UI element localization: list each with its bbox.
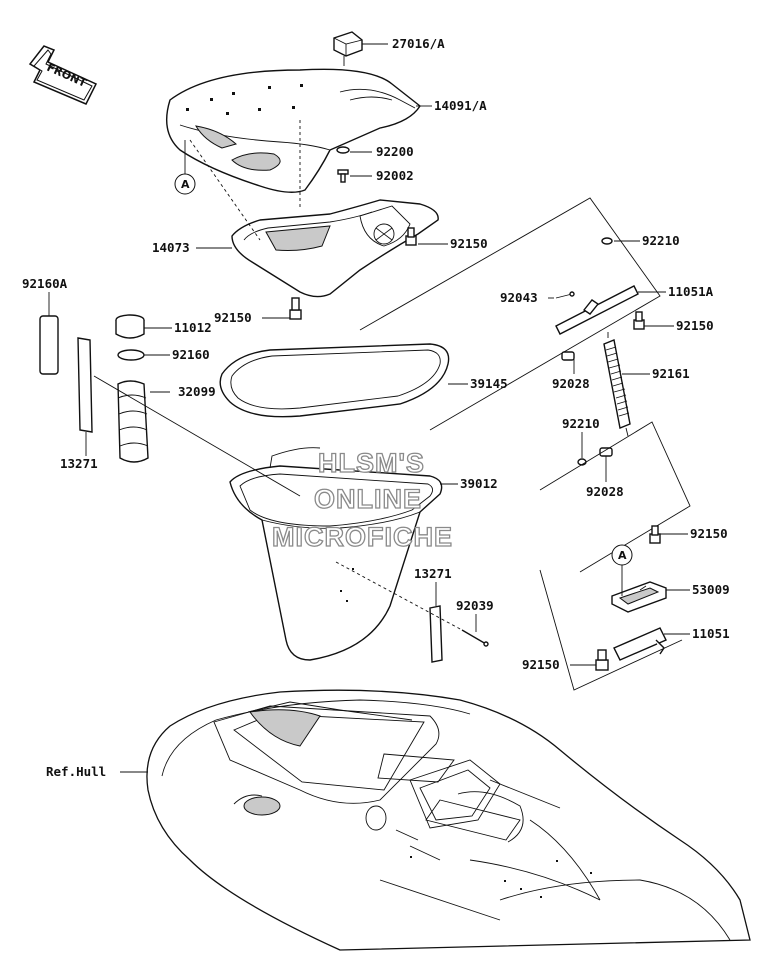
label-92210-mid: 92210 [562,416,600,431]
label-11051A: 11051A [668,284,714,299]
bolt-92150-seat [405,227,417,246]
storage-bin-39012 [229,447,443,661]
bolt-92150-left [289,297,302,320]
label-11051: 11051 [692,626,730,641]
seat-base [231,199,439,298]
gasket-39145 [219,343,450,418]
callout-a-latch-letter: A [618,549,627,562]
seat-latch-knob [333,31,363,66]
latch-53009 [611,581,667,613]
label-14091A: 14091/A [434,98,487,113]
bolt-92002 [337,169,349,183]
label-92039: 92039 [456,598,494,613]
watermark-line1: HLSM'S [318,448,425,478]
label-92028-bot: 92028 [586,484,624,499]
label-14073: 14073 [152,240,190,255]
leader-strap-to-bin [93,375,301,497]
label-39012: 39012 [460,476,498,491]
watermark-line2: ONLINE [314,484,422,514]
label-92200: 92200 [376,144,414,159]
label-32099: 32099 [178,384,216,399]
washer-92210-top [601,237,613,245]
bracket-11051A [555,285,639,335]
bolt-92150-lower-right [649,525,661,544]
callout-a-seat: A [174,140,196,195]
watermark-line3: MICROFICHE [272,522,453,552]
label-92150-lower: 92150 [522,657,560,672]
bushing-92028-top [561,351,575,361]
cap-11012 [115,314,145,339]
washer-92200 [336,146,350,154]
bolt-92150-lower [595,649,609,671]
hull-deck [146,689,751,951]
label-92150-seat: 92150 [450,236,488,251]
callout-a-latch: A [611,544,633,596]
label-92161: 92161 [652,366,690,381]
spring-92161 [603,332,631,437]
bolt-92150-right [633,311,645,330]
watermark: HLSM'S ONLINE MICROFICHE [271,447,453,552]
label-39145: 39145 [470,376,508,391]
o-ring-92160 [117,349,145,361]
label-ref-hull: Ref.Hull [46,764,106,779]
bracket-box-upper [359,197,661,431]
label-13271-right: 13271 [414,566,452,581]
bracket-box-middle [539,421,691,573]
seat-cover [166,68,421,193]
label-13271-left: 13271 [60,456,98,471]
label-92160A: 92160A [22,276,68,291]
label-92210-top: 92210 [642,233,680,248]
strap-13271-left [77,337,93,433]
callout-a-seat-letter: A [181,178,190,191]
holder-32099 [117,380,149,463]
strap-92160A [39,315,59,375]
label-92043: 92043 [500,290,538,305]
pin-92043 [555,291,575,299]
front-arrow-icon: FRONT [28,45,98,105]
label-92028-top: 92028 [552,376,590,391]
label-92002: 92002 [376,168,414,183]
label-92160: 92160 [172,347,210,362]
label-53009: 53009 [692,582,730,597]
leader-lines [48,43,690,773]
label-92150-lower-right: 92150 [690,526,728,541]
strap-13271-right [429,605,443,663]
label-11012: 11012 [174,320,212,335]
bracket-11051 [613,627,667,661]
bracket-box-lower [539,569,683,691]
rivet-92039 [461,629,489,647]
label-92150-right: 92150 [676,318,714,333]
label-27016A: 27016/A [392,36,445,51]
label-92150-left: 92150 [214,310,252,325]
